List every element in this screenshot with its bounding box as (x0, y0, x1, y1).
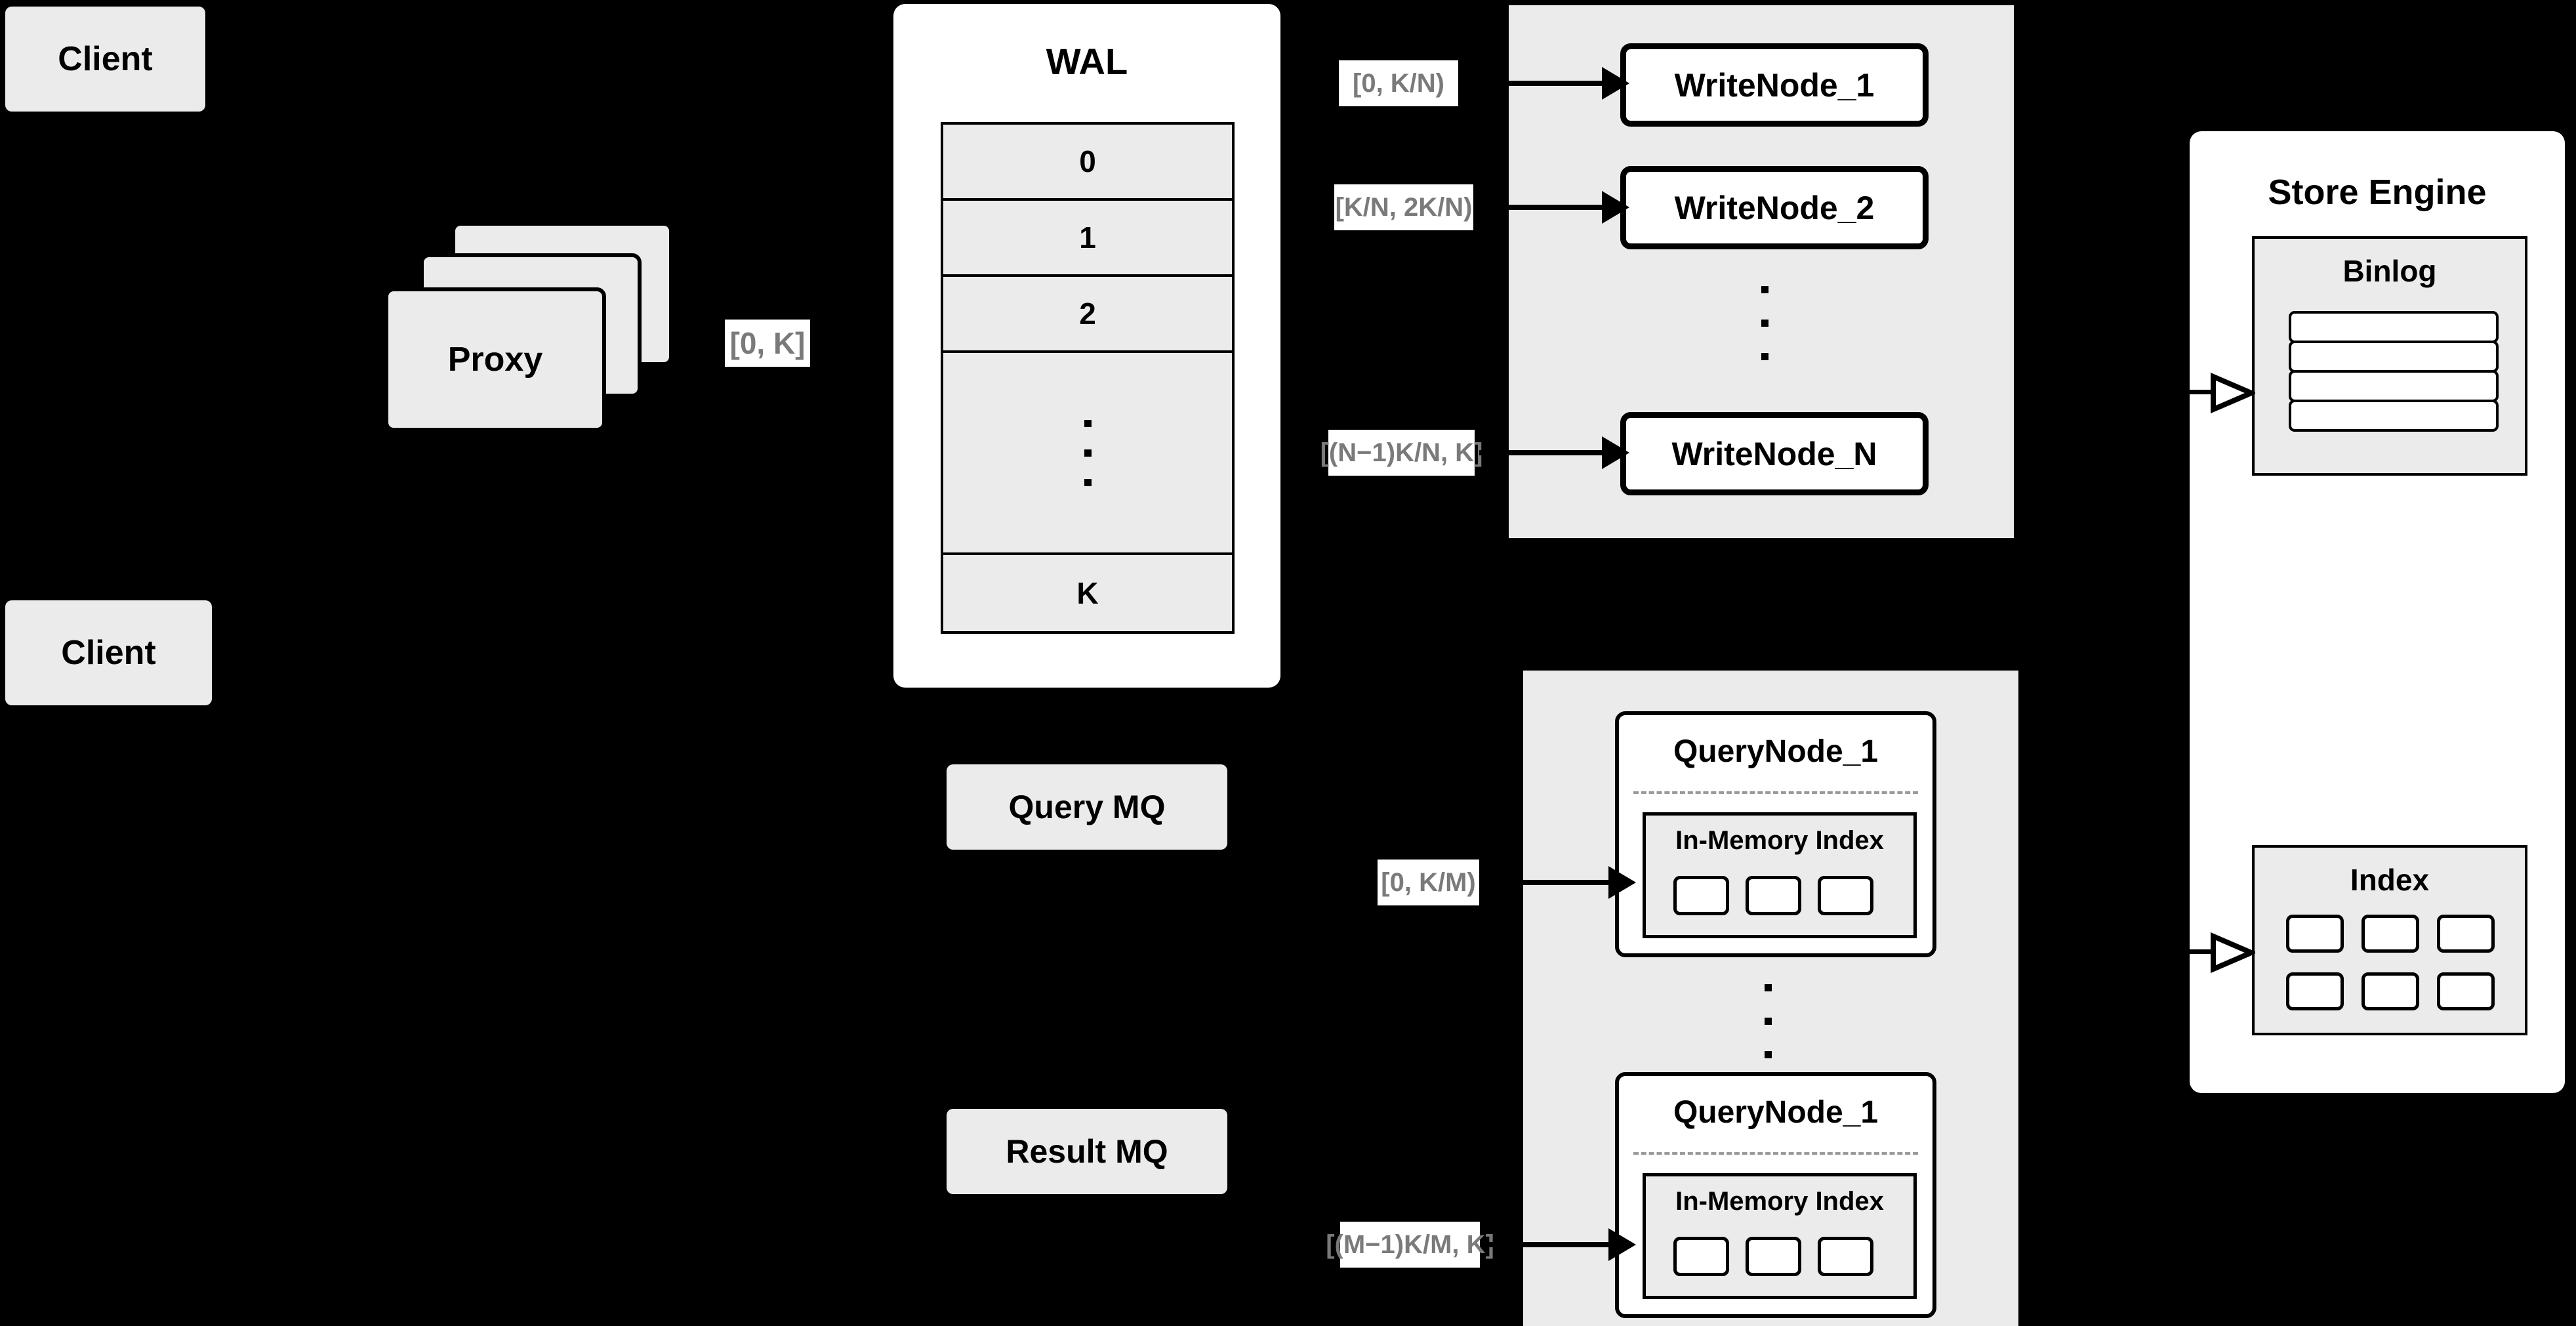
index-cell[interactable] (2286, 972, 2344, 1010)
ellipsis-dot-icon (1084, 478, 1092, 486)
query-node-cluster: QueryNode_1 In-Memory Index QueryNode_1 (1523, 671, 2018, 1326)
query-mq-box[interactable]: Query MQ (947, 764, 1227, 850)
arrow-head-query-1 (1608, 866, 1636, 899)
index-chip[interactable] (1673, 1237, 1729, 1276)
ellipsis-dot-icon (1765, 984, 1772, 991)
binlog-row[interactable] (2289, 311, 2499, 343)
write-node-1-range-label: [0, K/N) (1339, 60, 1458, 106)
wal-row-0[interactable]: 0 (943, 125, 1232, 201)
store-engine-panel: Store Engine Binlog Index (2190, 131, 2565, 1093)
binlog-row[interactable] (2289, 370, 2499, 402)
ellipsis-dot-icon (1761, 353, 1768, 360)
arrow-line-binlog (2186, 390, 2213, 394)
query-node-1[interactable]: QueryNode_1 In-Memory Index (1615, 711, 1936, 957)
index-section: Index (2252, 845, 2527, 1035)
write-node-2[interactable]: WriteNode_2 (1620, 166, 1929, 249)
write-node-n-range-label: [(N−1)K/N, K] (1320, 430, 1482, 476)
ellipsis-dot-icon (1765, 1018, 1772, 1025)
client-label-2: Client (61, 634, 156, 672)
query-mq-label: Query MQ (1008, 789, 1166, 825)
ellipsis-dot-icon (1084, 449, 1092, 457)
arrow-head-write-2 (1602, 191, 1629, 224)
wal-panel: WAL 0 1 2 K (893, 4, 1280, 688)
write-node-n[interactable]: WriteNode_N (1620, 412, 1929, 495)
arrow-line-write-1 (1479, 81, 1604, 86)
query-node-2-divider (1633, 1152, 1918, 1155)
ellipsis-dot-icon (1761, 320, 1768, 327)
arrow-head-write-n (1602, 436, 1629, 469)
proxy-label: Proxy (447, 341, 543, 379)
store-engine-title: Store Engine (2268, 173, 2487, 212)
index-chip[interactable] (1818, 1237, 1873, 1276)
index-chip[interactable] (1818, 876, 1873, 915)
arrow-head-write-1 (1602, 67, 1629, 100)
wal-row-ellipsis (943, 353, 1232, 555)
ellipsis-dot-icon (1084, 419, 1092, 427)
proxy-box[interactable]: Proxy (384, 287, 606, 432)
index-chip[interactable] (1673, 876, 1729, 915)
result-mq-label: Result MQ (1006, 1133, 1168, 1170)
client-box-2[interactable]: Client (5, 600, 212, 705)
query-node-2[interactable]: QueryNode_1 In-Memory Index (1615, 1072, 1936, 1318)
query-node-1-range-label: [0, K/M) (1378, 860, 1479, 905)
proxy-range-label: [0, K] (725, 320, 810, 367)
query-node-ellipsis (1765, 984, 1772, 1058)
arrow-line-index (2186, 949, 2213, 954)
client-box-1[interactable]: Client (5, 7, 205, 112)
index-cell[interactable] (2361, 915, 2419, 953)
write-node-2-range-label: [K/N, 2K/N) (1334, 184, 1473, 230)
in-memory-index-box-1: In-Memory Index (1643, 812, 1917, 938)
arrow-line-write-2 (1479, 205, 1604, 210)
wal-row-1[interactable]: 1 (943, 201, 1232, 277)
in-memory-index-title-1: In-Memory Index (1675, 826, 1884, 855)
in-memory-index-box-2: In-Memory Index (1643, 1173, 1917, 1299)
index-cell[interactable] (2437, 972, 2495, 1010)
index-chip[interactable] (1746, 876, 1801, 915)
write-node-ellipsis (1761, 286, 1768, 360)
query-node-2-range-label: [(M−1)K/M, K] (1326, 1222, 1494, 1268)
write-node-1[interactable]: WriteNode_1 (1620, 43, 1929, 127)
binlog-row[interactable] (2289, 341, 2499, 373)
index-title: Index (2350, 863, 2430, 897)
arrow-head-query-2 (1608, 1228, 1636, 1261)
binlog-title: Binlog (2342, 254, 2437, 288)
wal-title: WAL (1046, 41, 1128, 82)
arrow-line-query-2 (1486, 1242, 1610, 1247)
client-label-1: Client (58, 40, 153, 78)
wal-table: 0 1 2 K (941, 122, 1235, 634)
binlog-row[interactable] (2289, 400, 2499, 432)
wal-row-2[interactable]: 2 (943, 277, 1232, 353)
write-node-cluster: WriteNode_1 WriteNode_2 WriteNode_N (1509, 5, 2014, 538)
query-node-2-title: QueryNode_1 (1673, 1095, 1879, 1130)
in-memory-index-title-2: In-Memory Index (1675, 1187, 1884, 1216)
index-cell[interactable] (2361, 972, 2419, 1010)
index-chip[interactable] (1746, 1237, 1801, 1276)
arrow-head-index-open-icon (2211, 932, 2255, 973)
result-mq-box[interactable]: Result MQ (947, 1109, 1227, 1194)
ellipsis-dot-icon (1765, 1051, 1772, 1058)
binlog-section: Binlog (2252, 236, 2527, 476)
arrow-line-write-n (1479, 450, 1604, 455)
wal-row-k[interactable]: K (943, 555, 1232, 631)
arrow-line-query-1 (1486, 880, 1610, 885)
index-cell[interactable] (2437, 915, 2495, 953)
ellipsis-dot-icon (1761, 286, 1768, 293)
query-node-1-title: QueryNode_1 (1673, 734, 1879, 769)
index-cell[interactable] (2286, 915, 2344, 953)
query-node-1-divider (1633, 791, 1918, 794)
arrow-head-binlog-open-icon (2211, 373, 2255, 413)
